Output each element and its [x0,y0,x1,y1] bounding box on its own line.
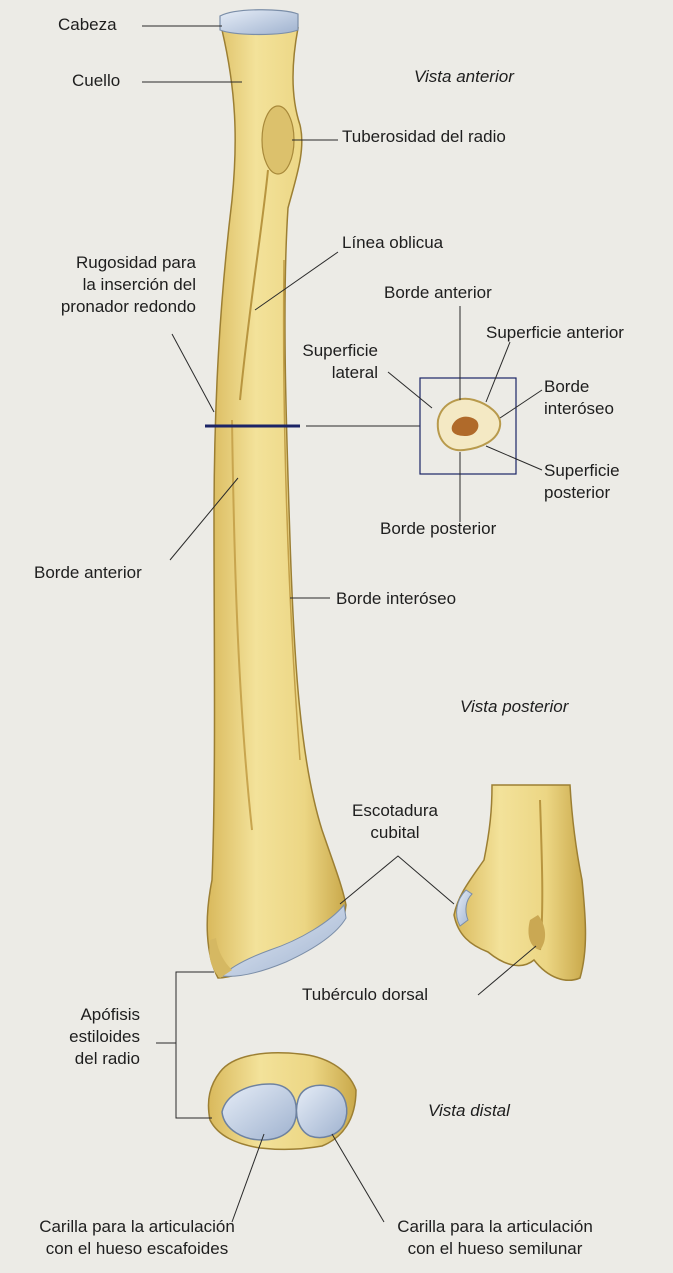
label-cuello: Cuello [72,71,121,90]
lunate-facet [295,1084,348,1139]
label-tuberosidad: Tuberosidad del radio [342,127,506,146]
label-superficie-lateral: Superficie lateral [302,341,378,382]
leader-lines [142,25,543,1223]
label-borde-interoseo-section: Borde interóseo [544,377,614,418]
label-borde-posterior: Borde posterior [380,519,497,538]
label-cabeza: Cabeza [58,15,117,34]
label-apofisis-estiloides: Apófisis estiloides del radio [69,1005,140,1068]
posterior-notch-cartilage [456,889,473,927]
label-carilla-semilunar: Carilla para la articulación con el hues… [397,1217,593,1258]
view-anterior-title: Vista anterior [414,67,514,86]
view-posterior-title: Vista posterior [460,697,569,716]
radial-tuberosity [261,105,295,175]
label-carilla-escafoides: Carilla para la articulación con el hues… [39,1217,235,1258]
label-borde-anterior-section: Borde anterior [384,283,492,302]
cross-section-marrow [451,416,479,436]
label-superficie-posterior: Superficie posterior [544,461,620,502]
label-linea-oblicua: Línea oblicua [342,233,444,252]
label-escotadura-cubital: Escotadura cubital [352,801,438,842]
label-rugosidad: Rugosidad para la inserción del pronador… [60,253,196,316]
anterior-border-ridge [231,419,253,831]
styloid-process [209,938,232,978]
view-distal-title: Vista distal [428,1101,510,1120]
label-borde-interoseo-shaft: Borde interóseo [336,589,457,608]
scaphoid-facet [221,1083,298,1141]
label-superficie-anterior: Superficie anterior [486,323,624,342]
label-borde-anterior-shaft: Borde anterior [34,563,142,582]
radial-head [219,9,299,36]
dorsal-tubercle [528,915,546,950]
cross-section-box [419,377,517,475]
label-tuberculo-dorsal: Tubérculo dorsal [302,985,428,1004]
radius-posterior-bone [453,784,587,981]
oblique-line-ridge [239,169,269,401]
interosseous-border-ridge [282,259,301,761]
